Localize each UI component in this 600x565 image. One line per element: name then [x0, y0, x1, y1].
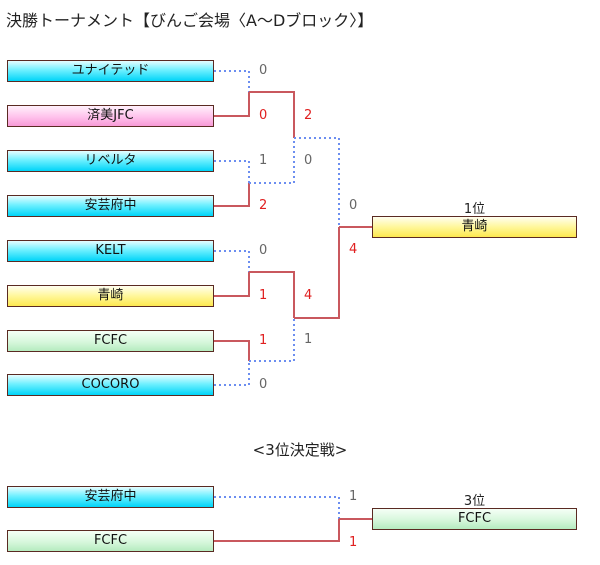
champion-rank-label: 1位	[463, 202, 486, 217]
sf-line-upper-a	[249, 91, 295, 138]
third-line-team1	[214, 496, 340, 519]
r1-line-team1	[214, 70, 250, 92]
final-score-lower: 4	[349, 242, 358, 257]
sf-score-upper-a: 2	[304, 108, 313, 123]
r1-score-team1: 0	[259, 63, 268, 78]
third-team-slot-1: 安芸府中	[7, 486, 214, 508]
final-score-upper: 0	[349, 198, 358, 213]
team-slot-2: 済美JFC	[7, 105, 214, 127]
sf-line-lower-b	[249, 318, 295, 362]
r1-line-team6	[214, 272, 250, 297]
sf-score-upper-b: 0	[304, 153, 313, 168]
team-slot-5: KELT	[7, 240, 214, 262]
r1-score-team3: 1	[259, 153, 268, 168]
r1-line-team4	[214, 183, 250, 207]
r1-score-team6: 1	[259, 288, 268, 303]
sf-line-lower-a	[249, 271, 295, 318]
team-slot-4: 安芸府中	[7, 195, 214, 217]
third-line-team2	[214, 519, 340, 542]
team-slot-6: 青崎	[7, 285, 214, 307]
r1-line-team8	[214, 361, 250, 386]
final-line-lower	[294, 227, 340, 319]
r1-score-team2: 0	[259, 108, 268, 123]
r1-score-team4: 2	[259, 198, 268, 213]
sf-line-upper-b	[249, 138, 295, 184]
r1-score-team8: 0	[259, 377, 268, 392]
third-rank-label: 3位	[463, 494, 486, 509]
r1-line-team2	[214, 92, 250, 117]
r1-score-team7: 1	[259, 333, 268, 348]
page-title: 決勝トーナメント【びんご会場〈A～Dブロック〉】	[6, 11, 374, 30]
third-score-team1: 1	[349, 489, 358, 504]
sf-score-lower-a: 4	[304, 288, 313, 303]
third-score-team2: 1	[349, 535, 358, 550]
sf-score-lower-b: 1	[304, 332, 313, 347]
third-winner-box: FCFC	[372, 508, 577, 530]
team-slot-3: リベルタ	[7, 150, 214, 172]
final-line-upper	[294, 137, 340, 227]
third-team-slot-2: FCFC	[7, 530, 214, 552]
third-place-title: <3位決定戦>	[252, 441, 348, 459]
r1-line-team5	[214, 250, 250, 272]
r1-line-team7	[214, 340, 250, 361]
team-slot-8: COCORO	[7, 374, 214, 396]
team-slot-1: ユナイテッド	[7, 60, 214, 82]
r1-line-team3	[214, 160, 250, 183]
team-slot-7: FCFC	[7, 330, 214, 352]
r1-score-team5: 0	[259, 243, 268, 258]
champion-box: 青崎	[372, 216, 577, 238]
